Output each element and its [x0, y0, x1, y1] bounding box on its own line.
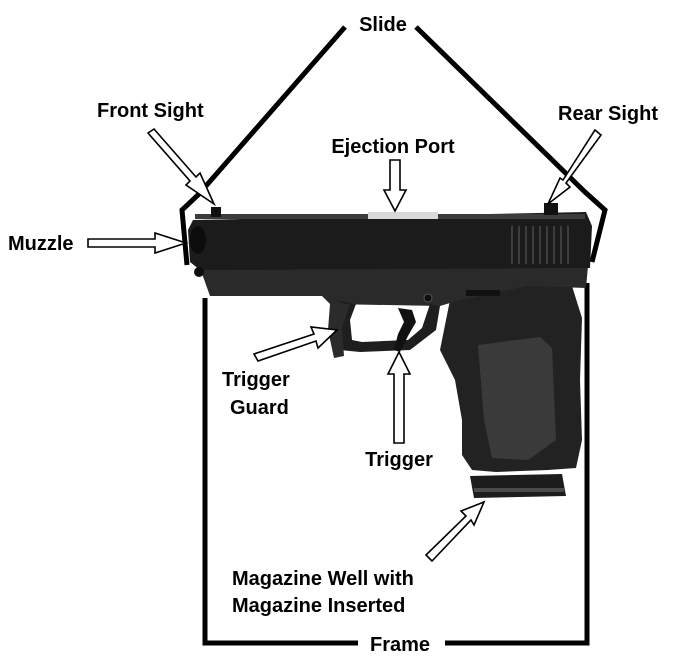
slide-bracket	[179, 25, 347, 266]
label-rear-sight: Rear Sight	[558, 103, 658, 125]
label-magazine-line2: Magazine Inserted	[232, 595, 405, 617]
label-trigger-guard-line2: Guard	[230, 397, 289, 419]
magazine-arrow	[424, 500, 486, 563]
label-ejection-port: Ejection Port	[331, 136, 455, 158]
label-slide: Slide	[359, 14, 407, 36]
magazine-baseplate-edge	[474, 488, 564, 492]
trigger-guard-shape	[335, 300, 440, 352]
ejection-port-arrow	[382, 159, 408, 213]
pistol-image	[188, 203, 592, 498]
grip-texture	[478, 337, 556, 460]
front-sight-shape	[211, 207, 221, 217]
slide-serrations	[511, 226, 569, 264]
trigger-shape	[394, 308, 416, 352]
label-muzzle: Muzzle	[8, 233, 74, 255]
label-trigger: Trigger	[365, 449, 433, 471]
pistol-frame	[200, 266, 588, 306]
frame-bracket-left	[202, 298, 358, 646]
label-front-sight: Front Sight	[97, 100, 204, 122]
trigger-arrow	[386, 350, 412, 444]
front-sight-arrow	[146, 127, 216, 207]
label-magazine-line1: Magazine Well with	[232, 568, 414, 590]
label-frame: Frame	[370, 634, 430, 656]
frame-bracket-right	[445, 283, 590, 646]
recoil-spring-end	[194, 267, 204, 277]
rear-sight-shape	[544, 203, 558, 215]
magazine-baseplate	[470, 474, 566, 498]
muzzle-arrow	[87, 231, 189, 255]
muzzle-shape	[190, 226, 206, 254]
ejection-port-shape	[368, 212, 438, 219]
rear-sight-arrow	[547, 128, 603, 205]
slide-bracket-right	[414, 25, 608, 263]
trigger-guard-arrow	[252, 326, 339, 362]
label-trigger-guard-line1: Trigger	[222, 369, 290, 391]
trigger-guard-front	[328, 304, 350, 358]
slide-stop-shape	[466, 290, 500, 296]
pistol-slide	[188, 212, 592, 270]
pin-shape	[423, 293, 433, 303]
